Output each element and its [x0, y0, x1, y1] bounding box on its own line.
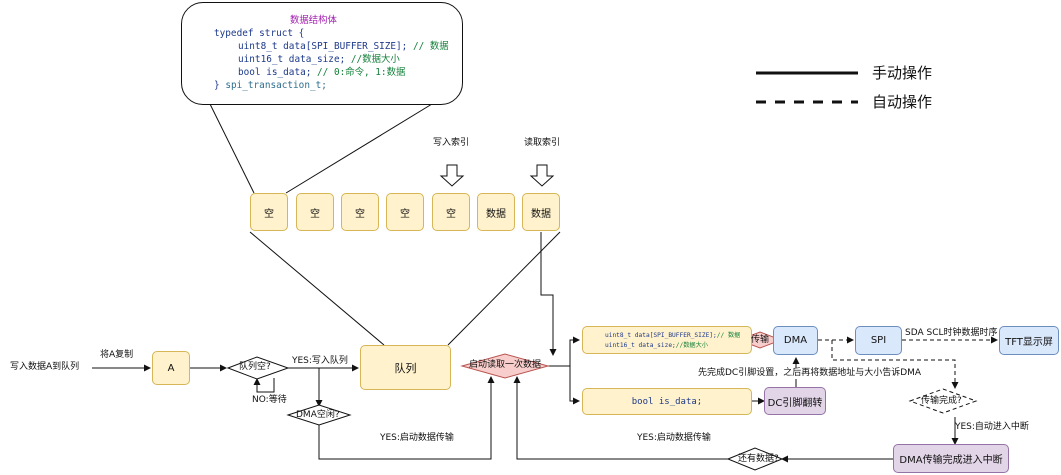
queue-slot: 数据: [477, 193, 515, 231]
yes-interrupt-label: YES:自动进入中断: [955, 422, 1029, 432]
queue-slot: 空: [386, 193, 424, 231]
queue-slot: 空: [432, 193, 470, 231]
sda-scl-label: SDA SCL时钟数据时序: [905, 328, 998, 338]
more-data-diamond: [726, 447, 784, 471]
queue-empty-label: 队列空?: [239, 362, 271, 372]
queue-slot: 空: [341, 193, 379, 231]
transmit-label: 传输: [751, 335, 770, 345]
read-index-label: 读取索引: [524, 138, 561, 148]
dma-interrupt-box: DMA传输完成进入中断: [893, 444, 1009, 473]
struct-title: 数据结构体: [290, 15, 337, 26]
start-read-diamond: [460, 353, 550, 379]
input-label: 写入数据A到队列: [10, 362, 80, 372]
bool-field-box: bool is_data;: [582, 388, 752, 415]
queue-slot: 空: [250, 193, 288, 231]
legend-auto-label: 自动操作: [872, 93, 933, 111]
more-data-label: 还有数据?: [738, 454, 779, 464]
queue-slot: 数据: [522, 193, 560, 231]
no-wait-label: NO:等待: [252, 395, 287, 405]
struct-line-size: uint16_t data_size; //数据大小: [238, 54, 400, 65]
yes-start-label-2: YES:启动数据传输: [637, 433, 711, 443]
struct-line-data: uint8_t data[SPI_BUFFER_SIZE]; // 数据: [238, 41, 449, 52]
a-box: A: [152, 351, 190, 385]
queue-slot: 空: [296, 193, 334, 231]
yes-start-label-1: YES:启动数据传输: [380, 433, 454, 443]
queue-box: 队列: [360, 345, 451, 390]
write-index-label: 写入索引: [433, 138, 470, 148]
spi-box: SPI: [855, 326, 902, 355]
data-fields-box: uint8_t data[SPI_BUFFER_SIZE];// 数据 uint…: [582, 326, 752, 354]
start-read-label: 启动读取一次数据: [469, 360, 542, 370]
legend-manual-label: 手动操作: [872, 64, 933, 82]
dma-idle-label: DMA空闲?: [296, 410, 340, 420]
yes-write-label: YES:写入队列: [292, 356, 348, 366]
copy-label: 将A复制: [100, 350, 134, 360]
data-line-size: uint16_t data_size;//数据大小: [605, 342, 708, 349]
struct-bubble: 数据结构体 typedef struct { uint8_t data[SPI_…: [181, 2, 463, 105]
transfer-done-diamond: [908, 388, 978, 414]
struct-line-isdata: bool is_data; // 0:命令, 1:数据: [238, 67, 406, 78]
write-index-arrow: [439, 164, 465, 187]
struct-line-end: } spi_transaction_t;: [214, 80, 327, 91]
transfer-done-label: 传输完成?: [921, 396, 962, 406]
dma-idle-diamond: [286, 404, 352, 426]
data-line-array: uint8_t data[SPI_BUFFER_SIZE];// 数据: [605, 332, 741, 339]
struct-line-typedef: typedef struct {: [214, 28, 305, 39]
dc-first-note: 先完成DC引脚设置，之后再将数据地址与大小告诉DMA: [698, 368, 922, 379]
read-index-arrow: [529, 164, 555, 187]
queue-empty-diamond: [226, 356, 290, 380]
tft-box: TFT显示屏: [999, 326, 1059, 355]
dma-box: DMA: [773, 326, 818, 355]
dc-flip-box: DC引脚翻转: [764, 387, 826, 415]
